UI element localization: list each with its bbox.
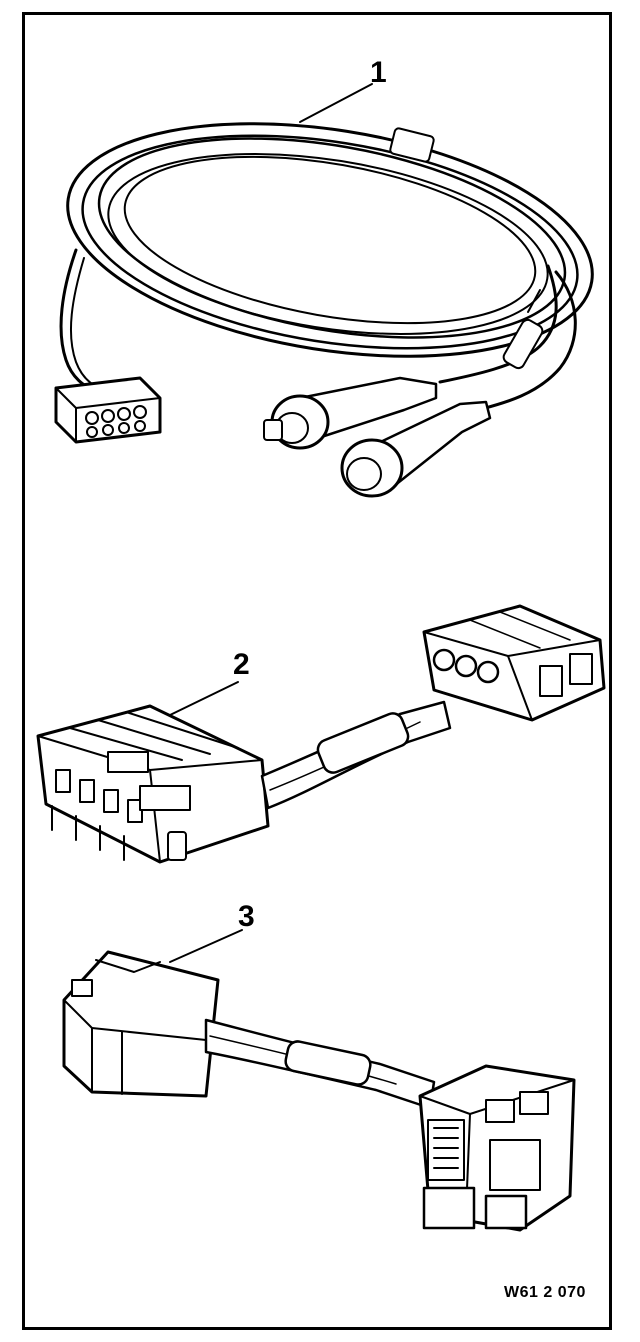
round-plug-b-icon bbox=[340, 400, 492, 498]
figure-reference-id: W61 2 070 bbox=[504, 1284, 586, 1301]
small-connector-icon bbox=[422, 604, 606, 722]
callout-item-2: 2 bbox=[233, 648, 250, 681]
socket-connector-icon bbox=[418, 1064, 576, 1232]
cable-harness-1-icon bbox=[54, 83, 594, 498]
callout-item-3: 3 bbox=[238, 900, 255, 933]
round-plug-a-icon bbox=[263, 376, 438, 450]
callout-item-1: 1 bbox=[370, 56, 387, 89]
adapter-cable-3-icon bbox=[62, 929, 576, 1232]
multi-pin-connector-icon bbox=[54, 376, 162, 444]
adapter-cable-2-icon bbox=[36, 604, 606, 864]
